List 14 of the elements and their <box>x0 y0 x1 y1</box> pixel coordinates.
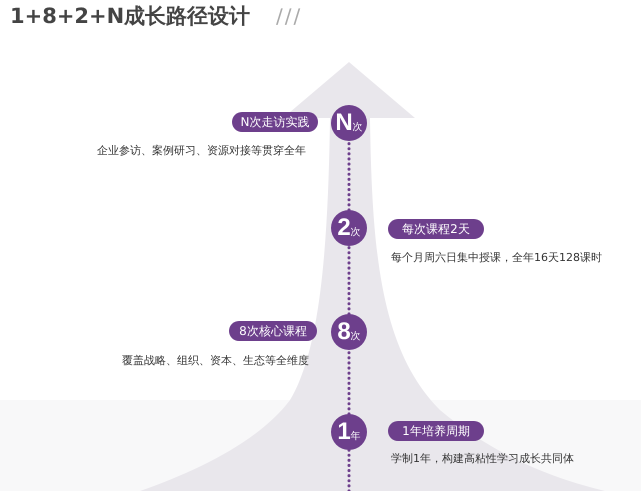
dotted-connector <box>348 348 350 416</box>
step-description: 覆盖战略、组织、资本、生态等全维度 <box>122 353 309 368</box>
title: 1+8+2+N成长路径设计 <box>10 3 250 30</box>
dotted-connector <box>348 448 350 491</box>
step-label-pill: 每次课程2天 <box>388 219 484 239</box>
step-description: 学制1年，构建高粘性学习成长共同体 <box>391 451 574 466</box>
step-description: 每个月周六日集中授课，全年16天128课时 <box>391 250 602 265</box>
step-label-pill: 8次核心课程 <box>229 321 317 341</box>
dotted-connector <box>348 244 350 316</box>
step-label-pill: N次走访实践 <box>232 112 318 132</box>
step-label-pill: 1年培养周期 <box>388 421 484 441</box>
title-decoration: /// <box>276 4 302 28</box>
step-description: 企业参访、案例研习、资源对接等贯穿全年 <box>97 143 306 158</box>
dotted-connector <box>348 140 350 212</box>
